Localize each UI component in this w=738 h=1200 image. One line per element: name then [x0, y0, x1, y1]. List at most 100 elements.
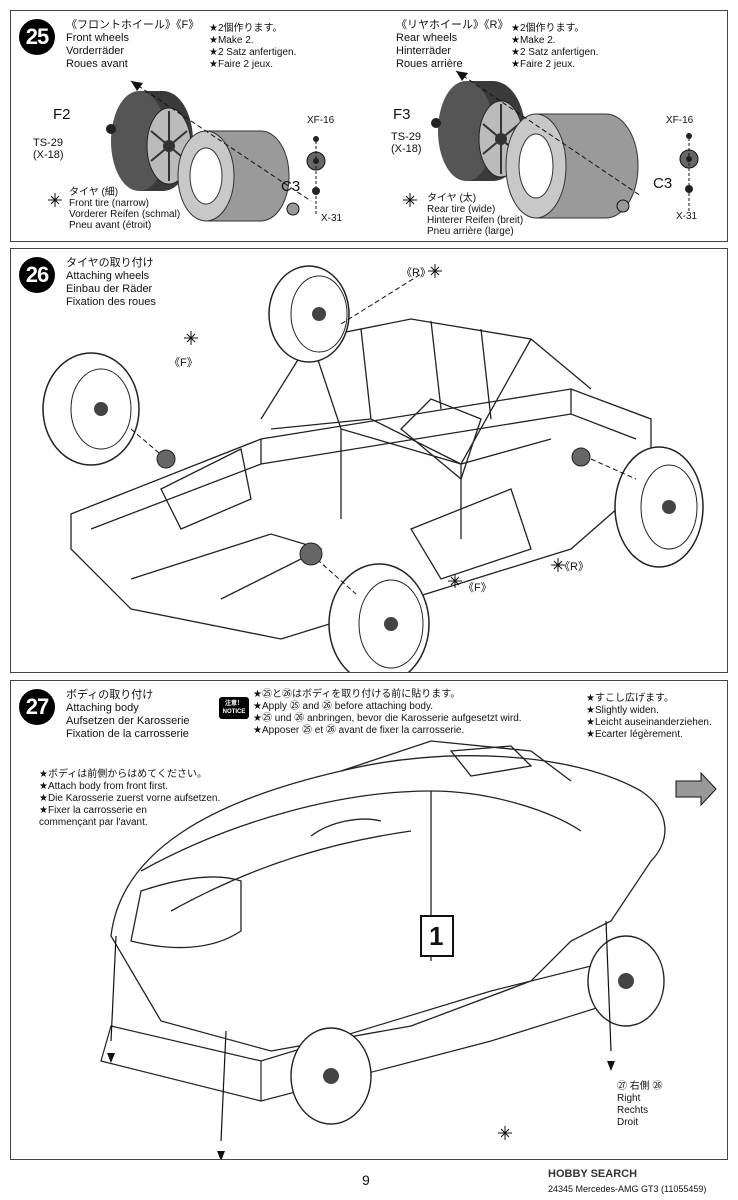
title-fr: Fixation des roues — [66, 296, 156, 308]
chassis-under-body-icon — [100, 950, 652, 1102]
step-number-badge: 26 — [19, 257, 55, 293]
title-de: Hinterräder — [396, 45, 452, 57]
front-tire-icon — [177, 130, 290, 222]
part-label-x18: (X-18) — [33, 149, 64, 161]
caption-de: Vorderer Reifen (schmal) — [69, 209, 181, 220]
front-wheel-rim-icon — [111, 91, 193, 191]
note-jp: ★2個作ります。 — [209, 23, 283, 34]
note-de: ★2 Satz anfertigen. — [209, 47, 297, 58]
title-en: Attaching body — [66, 702, 139, 714]
step-26-panel: 26 タイヤの取り付け Attaching wheels Einbau der … — [10, 248, 728, 673]
note-fr: ★Faire 2 jeux. — [209, 59, 273, 70]
page-number: 9 — [362, 1172, 370, 1188]
attach-arrow-icon — [107, 920, 615, 1159]
rear-left-wheel-icon — [268, 265, 350, 363]
label-front-right: 《F》 — [463, 582, 492, 594]
title-fr: Roues avant — [66, 58, 128, 70]
chassis-wheel-illustration — [42, 264, 704, 672]
title-fr: Roues arrière — [396, 58, 463, 70]
widen-jp: ★すこし広げます。 — [586, 693, 674, 704]
note-jp: ★2個作ります。 — [511, 23, 585, 34]
label-front-left: 《F》 — [169, 357, 198, 369]
rear-wheels-title: 《リヤホイール》《R》 Rear wheels Hinterräder Roue… — [396, 19, 508, 71]
widen-note: ★すこし広げます。 ★Slightly widen. ★Leicht ausei… — [586, 693, 712, 741]
right-side-en: Right — [617, 1093, 641, 1104]
note-en: ★Make 2. — [511, 35, 556, 46]
sparkle-icon — [184, 264, 565, 588]
hub-icon — [156, 447, 591, 566]
front-hub-icon — [106, 124, 326, 216]
notice-badge-en: NOTICE — [222, 709, 246, 715]
title-fr: Fixation de la carrosserie — [66, 728, 189, 740]
note-de: ★2 Satz anfertigen. — [511, 47, 599, 58]
step-26-title: タイヤの取り付け Attaching wheels Einbau der Räd… — [66, 257, 156, 309]
caption-en: Rear tire (wide) — [427, 204, 496, 215]
rear-hub-icon — [431, 118, 699, 213]
widen-fr: ★Ecarter légèrement. — [586, 729, 683, 740]
car-body-outline-icon — [110, 740, 666, 1052]
title-en: Front wheels — [66, 32, 129, 44]
make-two-note-rear: ★2個作ります。 ★Make 2. ★2 Satz anfertigen. ★F… — [511, 23, 598, 71]
step-27-title: ボディの取り付け Attaching body Aufsetzen der Ka… — [66, 689, 190, 741]
footer-code: 24345 Mercedes-AMG GT3 (11055459) — [548, 1184, 707, 1194]
right-side-jp: ㉗ 右側 ㉖ — [617, 1081, 663, 1092]
race-number-plate-icon — [420, 915, 454, 957]
note-fr: ★Faire 2 jeux. — [511, 59, 575, 70]
step-number-badge: 25 — [19, 19, 55, 55]
title-jp: ボディの取り付け — [66, 689, 154, 701]
part-label-f3: F3 — [393, 106, 411, 123]
part-label-x31-rear: X-31 — [676, 211, 698, 222]
notice-badge: 注意！ NOTICE — [219, 697, 249, 719]
sparkle-icon — [498, 1126, 512, 1140]
front-first-en: ★Attach body from front first. — [39, 781, 169, 792]
title-jp: タイヤの取り付け — [66, 257, 154, 269]
notice-badge-jp: 注意！ — [224, 701, 243, 707]
label-rear-right: 《R》 — [559, 561, 589, 573]
part-label-f2: F2 — [53, 106, 71, 123]
notice-en: ★Apply ㉕ and ㉖ before attaching body. — [253, 701, 433, 712]
notice-de: ★㉕ und ㉖ anbringen, bevor die Karosserie… — [253, 713, 522, 724]
widen-en: ★Slightly widen. — [586, 705, 659, 716]
caption-de: Hinterer Reifen (breit) — [427, 215, 524, 226]
part-label-c3-rear: C3 — [653, 175, 673, 192]
part-label-c3: C3 — [281, 178, 301, 195]
front-first-fr-1: ★Fixer la carrosserie en — [39, 805, 147, 816]
caption-jp: タイヤ (細) — [69, 187, 119, 198]
front-first-note: ★ボディは前側からはめてください。 ★Attach body from fron… — [39, 769, 220, 829]
label-rear-top: 《R》 — [401, 267, 431, 279]
front-tire-caption: タイヤ (細) Front tire (narrow) Vorderer Rei… — [69, 187, 180, 231]
title-de: Aufsetzen der Karosserie — [66, 715, 190, 727]
caption-jp: タイヤ (太) — [427, 193, 477, 204]
rear-tire-icon — [505, 113, 639, 219]
race-number: 1 — [429, 921, 444, 951]
part-label-x18-rear: (X-18) — [391, 143, 422, 155]
title-en: Attaching wheels — [66, 270, 150, 282]
right-side-de: Rechts — [617, 1105, 649, 1116]
right-side-note: ㉗ 右側 ㉖ Right Rechts Droit — [617, 1081, 663, 1129]
step-number-badge: 27 — [19, 689, 55, 725]
front-first-fr-2: commençant par l'avant. — [39, 817, 148, 828]
widen-de: ★Leicht auseinanderziehen. — [586, 717, 712, 728]
step-25-panel: 25 《フロントホイール》《F》 Front wheels Vorderräde… — [10, 10, 728, 242]
title-jp: 《リヤホイール》《R》 — [396, 19, 509, 31]
title-de: Einbau der Räder — [66, 283, 153, 295]
part-label-x31: X-31 — [321, 213, 343, 224]
title-jp: 《フロントホイール》《F》 — [66, 19, 200, 31]
watermark: HOBBY SEARCH — [548, 1168, 638, 1180]
front-first-jp: ★ボディは前側からはめてください。 — [39, 769, 207, 780]
rear-right-wheel-icon — [614, 446, 704, 568]
title-en: Rear wheels — [396, 32, 458, 44]
part-label-ts29-rear: TS-29 — [391, 131, 421, 143]
front-left-wheel-icon — [42, 352, 140, 466]
wheel-assembly-illustration — [48, 70, 699, 222]
title-de: Vorderräder — [66, 45, 125, 57]
front-first-de: ★Die Karosserie zuerst vorne aufsetzen. — [39, 793, 221, 804]
right-side-fr: Droit — [617, 1117, 639, 1128]
caption-fr: Pneu avant (étroit) — [69, 220, 152, 231]
make-two-note-front: ★2個作ります。 ★Make 2. ★2 Satz anfertigen. ★F… — [209, 23, 296, 71]
body-fitting-illustration — [100, 740, 717, 1159]
assembly-guide-lines — [130, 273, 637, 595]
notice-text: ★㉕と㉖はボディを取り付ける前に貼ります。 ★Apply ㉕ and ㉖ bef… — [253, 689, 522, 737]
notice-fr: ★Apposer ㉕ et ㉖ avant de fixer la carros… — [253, 725, 465, 736]
sparkle-icon — [48, 193, 417, 207]
